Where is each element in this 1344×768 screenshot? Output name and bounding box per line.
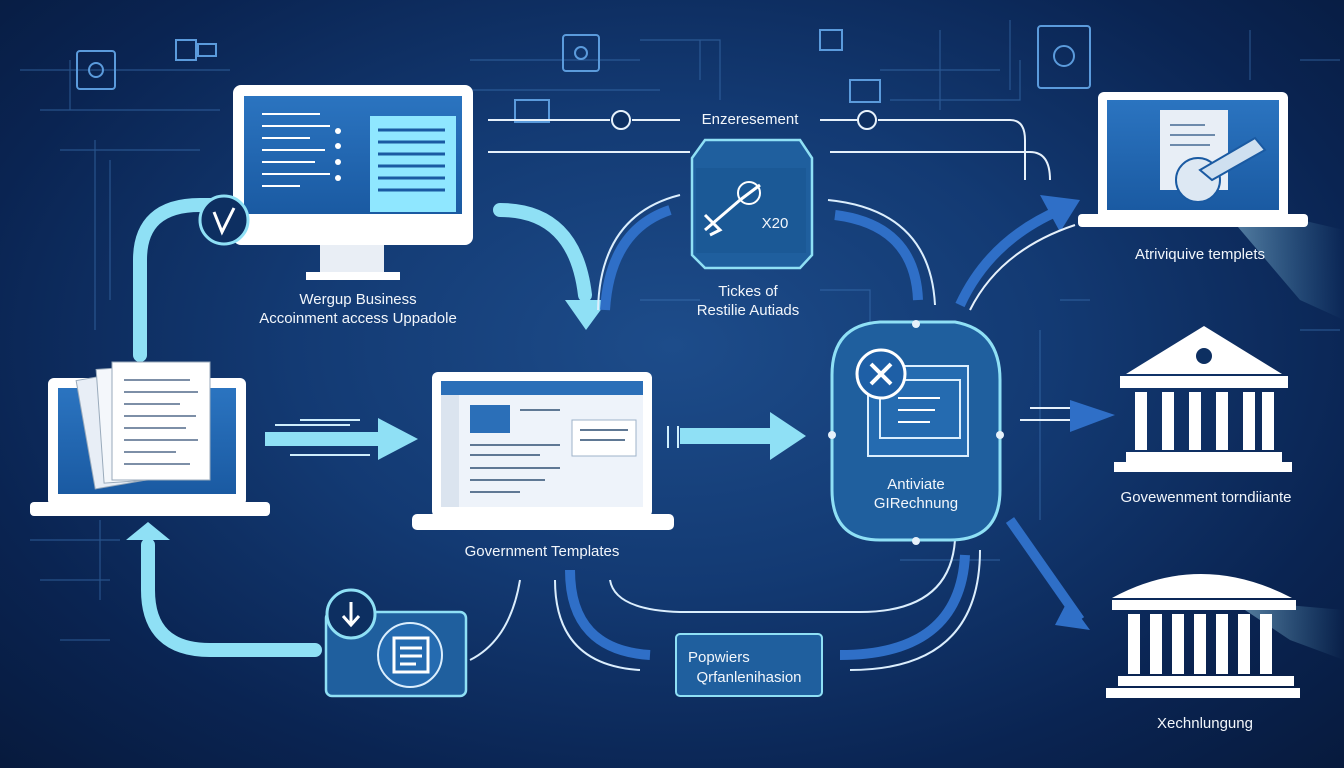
label-monitor: Wergup Business Accoinment access Uppado… <box>230 290 486 328</box>
file-icon <box>392 636 430 674</box>
circuit-lines <box>20 20 1340 641</box>
label-tickes: Tickes of Restilie Autiads <box>660 282 836 320</box>
arrow-icon <box>126 522 170 540</box>
activate-hub <box>828 320 1004 545</box>
label-monitor-line1: Wergup Business <box>299 291 417 308</box>
arrow-icon <box>133 198 592 657</box>
top-tubes <box>488 119 1051 181</box>
label-popwiers-line2: Qrfanlenihasion <box>696 669 802 686</box>
close-icon <box>855 348 907 400</box>
label-popwiers-line1: Popwiers <box>688 649 750 666</box>
monitor-icon <box>233 85 473 280</box>
popwiers-box <box>675 633 823 697</box>
label-enz: Enzeresement <box>701 111 799 128</box>
government-building-icon <box>1114 326 1292 472</box>
label-activate-line1: Antiviate <box>887 476 945 493</box>
label-activate-line2: GIRechnung <box>873 495 959 512</box>
laptop-icon <box>412 372 674 530</box>
download-icon <box>324 588 468 698</box>
label-tickes-line2: Restilie Autiads <box>696 302 800 319</box>
blue-flow-arcs <box>565 205 970 660</box>
signature-icon <box>690 138 814 270</box>
laptop-icon <box>1078 92 1308 227</box>
arrow-icon <box>265 412 806 460</box>
label-x20: X20 <box>761 215 789 232</box>
label-monitor-line2: Accoinment access Uppadole <box>259 310 457 327</box>
label-tickes-line1: Tickes of <box>718 283 778 300</box>
arrow-icon <box>1070 400 1115 432</box>
label-popwiers: Popwiers Qrfanlenihasion <box>676 648 822 688</box>
chip-icon <box>76 25 1091 123</box>
check-icon <box>198 194 250 246</box>
label-gov-templates: Government Templates <box>464 543 620 560</box>
label-xech: Xechnlungung <box>1157 715 1253 732</box>
government-building-icon <box>1106 574 1300 698</box>
document-icon <box>75 361 211 490</box>
label-gov-right: Govewenment torndiiante <box>1120 489 1292 506</box>
label-right-laptop: Atriviquive templets <box>1134 246 1266 263</box>
label-activate: Antiviate GIRechnung <box>836 475 996 513</box>
